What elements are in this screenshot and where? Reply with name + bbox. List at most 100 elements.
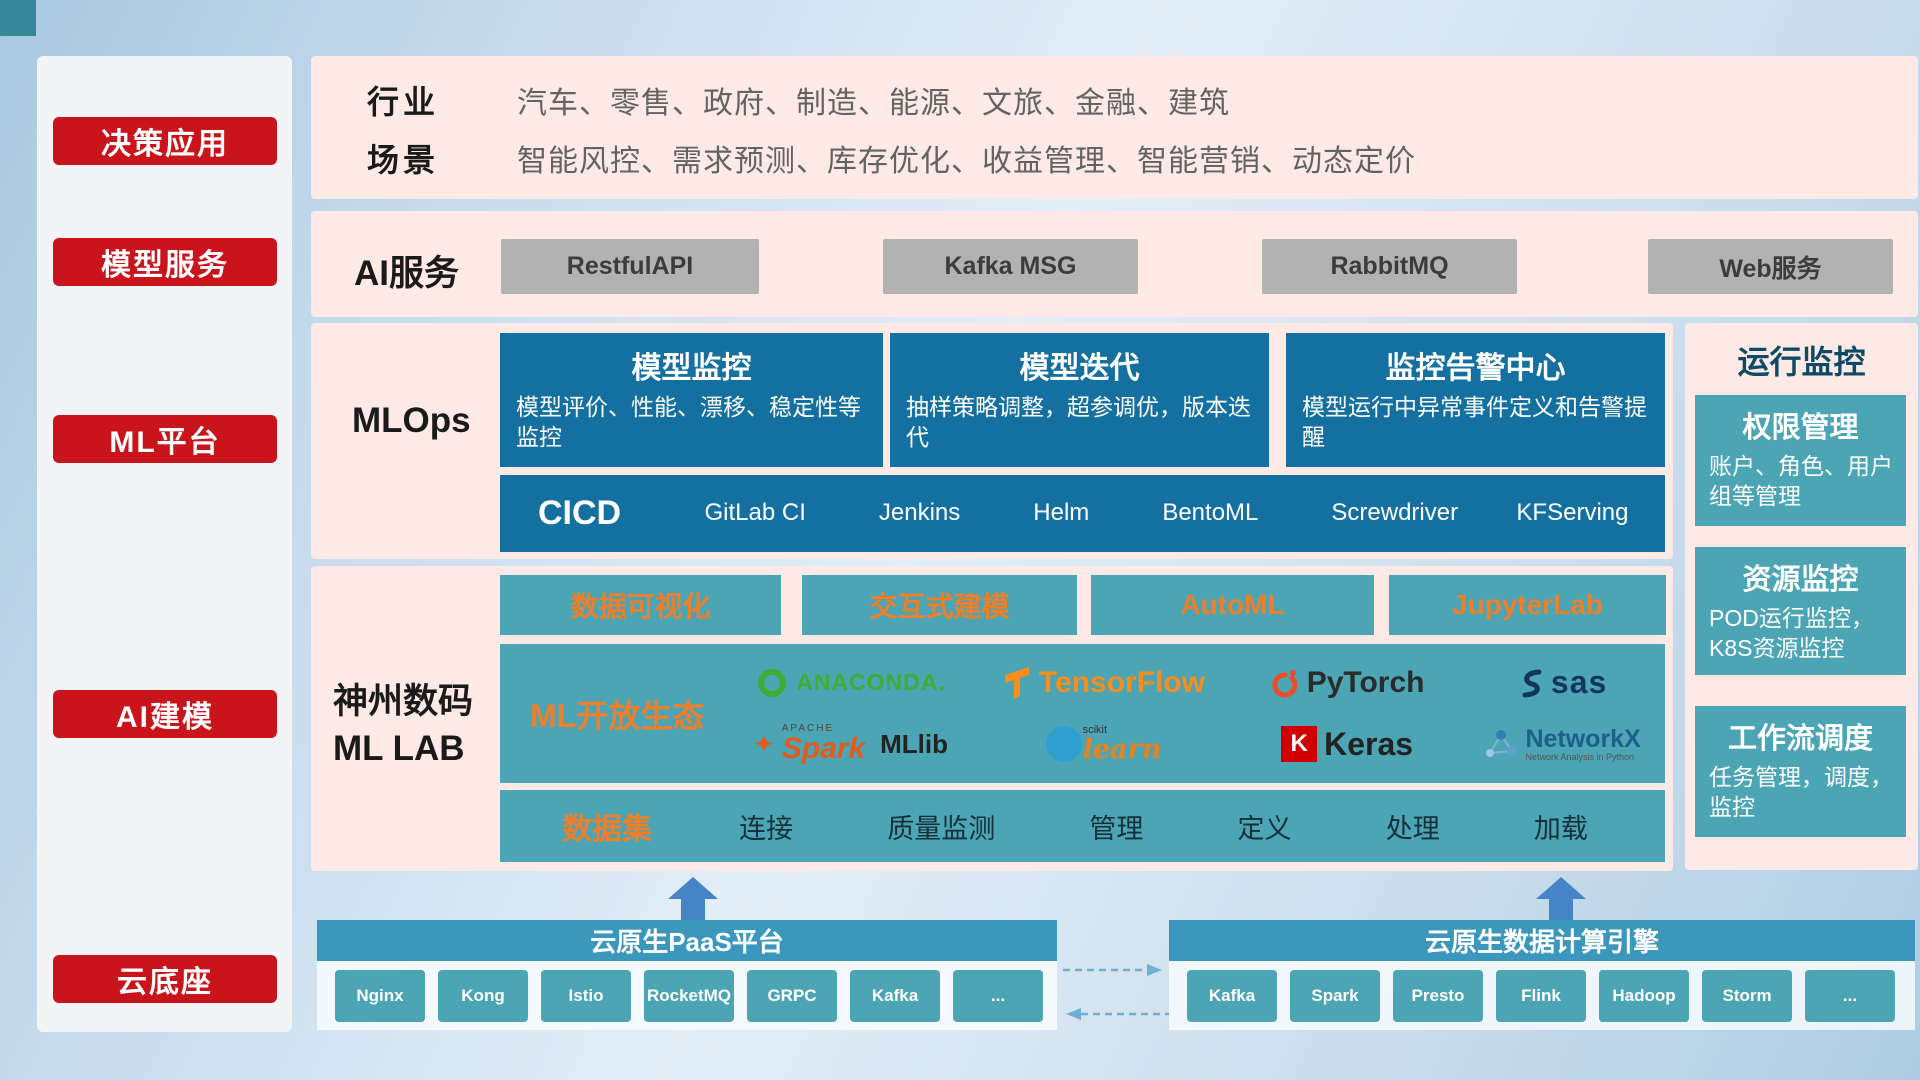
card-resource-monitor: 资源监控 POD运行监控，K8S资源监控: [1695, 547, 1906, 675]
scene-value: 智能风控、需求预测、库存优化、收益管理、智能营销、动态定价: [517, 145, 1416, 178]
service-rabbitmq: RabbitMQ: [1262, 239, 1517, 294]
sidebar-item-decision-app: 决策应用: [53, 117, 277, 165]
chip-flink: Flink: [1496, 969, 1586, 1022]
scene-row: 场景 智能风控、需求预测、库存优化、收益管理、智能营销、动态定价: [367, 136, 1416, 180]
mllab-panel: 神州数码 ML LAB 数据可视化 交互式建模 AutoML JupyterLa…: [311, 566, 1673, 871]
card-desc: 抽样策略调整，超参调优，版本迭代: [906, 394, 1251, 450]
dataset-item-manage: 管理: [1089, 813, 1144, 844]
chip-kafka: Kafka: [1187, 969, 1277, 1022]
sidebar-item-ml-platform: ML平台: [53, 415, 277, 463]
ai-service-panel: AI服务 RestfulAPI Kafka MSG RabbitMQ Web服务: [311, 211, 1918, 317]
ml-ecosystem-label: ML开放生态: [530, 697, 705, 734]
tool-interactive-modeling: 交互式建模: [802, 575, 1077, 635]
cicd-tool-gitlab: GitLab CI: [704, 499, 806, 527]
industry-label: 行业: [367, 84, 440, 120]
sas-logo: sas: [1518, 664, 1607, 701]
chip-presto: Presto: [1393, 969, 1483, 1022]
networkx-icon: [1486, 730, 1518, 758]
left-sidebar: 决策应用 模型服务 ML平台 AI建模 云底座: [37, 56, 292, 1032]
dataset-item-load: 加载: [1533, 813, 1588, 844]
dataset-item-define: 定义: [1237, 813, 1292, 844]
pytorch-label: PyTorch: [1306, 665, 1425, 699]
cicd-tools: GitLab CI Jenkins Helm BentoML Screwdriv…: [668, 499, 1665, 527]
spark-apache-label: APACHE: [781, 723, 835, 735]
dataset-bar: 数据集 连接 质量监测 管理 定义 处理 加载: [500, 790, 1665, 862]
service-web: Web服务: [1648, 239, 1893, 294]
card-title: 监控告警中心: [1385, 352, 1566, 385]
tensorflow-icon: [1004, 666, 1029, 699]
tensorflow-label: TensorFlow: [1038, 665, 1206, 699]
mllab-label-line2: ML LAB: [333, 729, 465, 769]
pytorch-logo: PyTorch: [1270, 666, 1425, 700]
dataset-label: 数据集: [562, 813, 652, 846]
cicd-tool-screwdriver: Screwdriver: [1331, 499, 1459, 527]
industry-scene-panel: 行业 汽车、零售、政府、制造、能源、文旅、金融、建筑 场景 智能风控、需求预测、…: [311, 56, 1918, 199]
spark-icon: ✦: [752, 728, 775, 759]
industry-value: 汽车、零售、政府、制造、能源、文旅、金融、建筑: [517, 87, 1230, 120]
card-desc: 账户、角色、用户组等管理: [1709, 453, 1893, 509]
scikit-learn-icon: [1045, 726, 1082, 763]
mlops-panel: MLOps 模型监控 模型评价、性能、漂移、稳定性等监控 模型迭代 抽样策略调整…: [311, 323, 1673, 559]
sas-label: sas: [1550, 664, 1608, 701]
scikit-learn-label: learn: [1082, 734, 1162, 766]
engine-items: Kafka Spark Presto Flink Hadoop Storm ..…: [1169, 961, 1915, 1030]
card-desc: 任务管理，调度，监控: [1709, 764, 1893, 820]
card-title: 工作流调度: [1727, 723, 1873, 755]
tool-data-visualization: 数据可视化: [500, 575, 781, 635]
sidebar-item-ai-modeling: AI建模: [53, 690, 277, 738]
ml-ecosystem-box: ML开放生态 ANACONDA. TensorFlow PyTorch sas: [500, 644, 1665, 783]
paas-header: 云原生PaaS平台: [317, 920, 1057, 961]
card-title: 模型监控: [631, 352, 752, 385]
paas-items: Nginx Kong Istio RocketMQ GRPC Kafka ...: [317, 961, 1057, 1030]
card-title: 资源监控: [1742, 564, 1859, 596]
cicd-bar: CICD GitLab CI Jenkins Helm BentoML Scre…: [500, 475, 1665, 552]
mllib-label: MLlib: [880, 728, 949, 759]
service-kafka-msg: Kafka MSG: [883, 239, 1138, 294]
sidebar-item-model-service: 模型服务: [53, 238, 277, 286]
chip-rocketmq: RocketMQ: [644, 969, 734, 1022]
sidebar-item-cloud-base: 云底座: [53, 955, 277, 1003]
runtime-monitor-title: 运行监控: [1737, 344, 1866, 380]
corner-decoration: [0, 0, 36, 36]
anaconda-label: ANACONDA.: [796, 669, 946, 696]
up-arrow-icon: [668, 877, 718, 920]
up-arrow-icon: [1536, 877, 1586, 920]
card-desc: 模型评价、性能、漂移、稳定性等监控: [516, 394, 861, 450]
dataset-item-connect: 连接: [739, 813, 794, 844]
service-restfulapi: RestfulAPI: [501, 239, 759, 294]
card-desc: POD运行监控，K8S资源监控: [1709, 605, 1874, 661]
chip-more: ...: [1805, 969, 1895, 1022]
chip-kafka: Kafka: [850, 969, 940, 1022]
card-alert-center: 监控告警中心 模型运行中异常事件定义和告警提醒: [1286, 333, 1665, 467]
anaconda-logo: ANACONDA.: [755, 666, 946, 700]
cicd-tool-bentoml: BentoML: [1162, 499, 1259, 527]
chip-more: ...: [953, 969, 1043, 1022]
cicd-tool-kfserving: KFServing: [1516, 499, 1629, 527]
industry-row: 行业 汽车、零售、政府、制造、能源、文旅、金融、建筑: [367, 78, 1230, 122]
ml-ecosystem-logos: ANACONDA. TensorFlow PyTorch sas ✦: [720, 644, 1665, 783]
runtime-monitor-panel: 运行监控 权限管理 账户、角色、用户组等管理 资源监控 POD运行监控，K8S资…: [1685, 323, 1918, 870]
card-model-iteration: 模型迭代 抽样策略调整，超参调优，版本迭代: [890, 333, 1269, 467]
spark-label: Spark: [781, 732, 866, 766]
scikit-small-label: scikit: [1082, 724, 1108, 737]
scikit-learn-logo: scikit learn: [1045, 724, 1162, 766]
card-workflow-scheduler: 工作流调度 任务管理，调度，监控: [1695, 706, 1906, 837]
tool-automl: AutoML: [1091, 575, 1374, 635]
dataset-item-process: 处理: [1385, 813, 1440, 844]
mllab-label-line1: 神州数码: [333, 682, 474, 721]
keras-icon: K: [1281, 726, 1318, 763]
scene-label: 场景: [367, 142, 440, 178]
card-title: 权限管理: [1742, 412, 1859, 444]
chip-nginx: Nginx: [335, 969, 425, 1022]
chip-spark: Spark: [1290, 969, 1380, 1022]
cicd-tool-jenkins: Jenkins: [878, 499, 961, 527]
sas-icon: [1522, 669, 1542, 698]
networkx-subtitle: Network Analysis in Python: [1525, 752, 1634, 763]
mlops-label: MLOps: [352, 401, 471, 440]
card-title: 模型迭代: [1019, 352, 1140, 385]
chip-hadoop: Hadoop: [1599, 969, 1689, 1022]
cicd-tool-helm: Helm: [1033, 499, 1090, 527]
cicd-label: CICD: [538, 494, 622, 532]
mllab-label: 神州数码 ML LAB: [333, 678, 473, 773]
